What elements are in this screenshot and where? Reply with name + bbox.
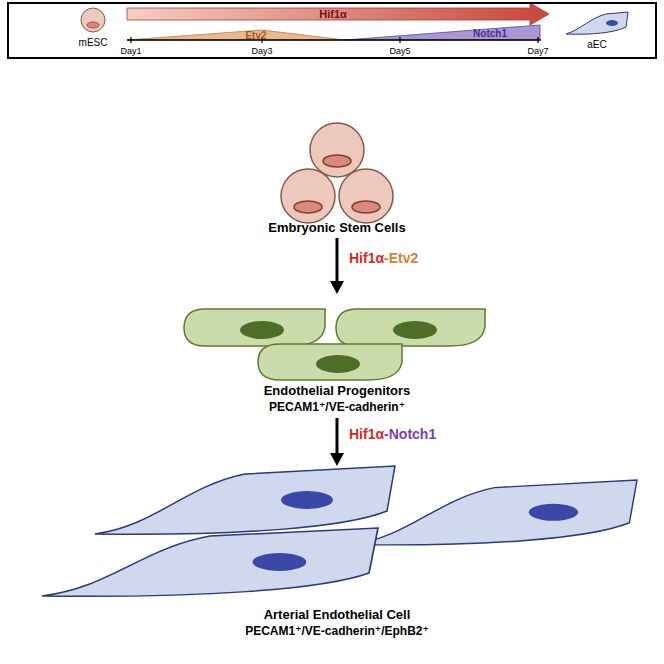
factor-label: Hif1α: [319, 9, 347, 20]
hif1a-arrow: [127, 3, 549, 25]
node-title: Endothelial Progenitors: [264, 382, 411, 399]
stage-label: aEC: [587, 40, 606, 50]
progenitor-node: Endothelial ProgenitorsPECAM1⁺/VE-cadher…: [187, 296, 487, 416]
arrow-shaft: [336, 418, 339, 455]
day-label: Day3: [251, 47, 272, 56]
aec-icon: [566, 12, 628, 34]
stem-cell-node: Embryonic Stem Cells: [217, 122, 457, 236]
timeline-panel: mESC Hif1αEtv2Day1 Day3 Day5 Day7 Notch1 aEC: [7, 2, 657, 59]
flow-arrow: [330, 418, 344, 466]
timeline-axis: [127, 39, 541, 41]
edge-label: Hif1α-Etv2: [347, 250, 420, 266]
node-title: Arterial Endothelial Cell: [264, 606, 411, 623]
day-label: Day1: [120, 47, 141, 56]
stem-cells: [281, 123, 393, 223]
node-title: Embryonic Stem Cells: [268, 219, 405, 236]
mesc-icon: [81, 8, 105, 32]
etv2-triangle: [127, 30, 345, 40]
factor-label: Etv2: [245, 31, 266, 41]
progenitor-cells: [184, 309, 485, 380]
marker-label: PECAM1⁺/VE-cadherin⁺/EphB2⁺: [245, 623, 429, 640]
stage-label: mESC: [79, 38, 108, 48]
arrow-head: [330, 453, 344, 466]
edge-label: Hif1α-Notch1: [347, 426, 438, 442]
arrow-shaft: [336, 238, 339, 283]
marker-label: PECAM1⁺/VE-cadherin⁺: [269, 399, 405, 416]
day-label: Day5: [389, 47, 410, 56]
factor-label: Notch1: [473, 29, 507, 39]
arterial-cells: [42, 466, 637, 596]
arterial-cell-node: Arterial Endothelial CellPECAM1⁺/VE-cadh…: [137, 468, 537, 640]
day-label: Day7: [527, 47, 548, 56]
flow-arrow: [330, 238, 344, 294]
notch1-triangle: [345, 25, 540, 40]
arrow-head: [330, 281, 344, 294]
